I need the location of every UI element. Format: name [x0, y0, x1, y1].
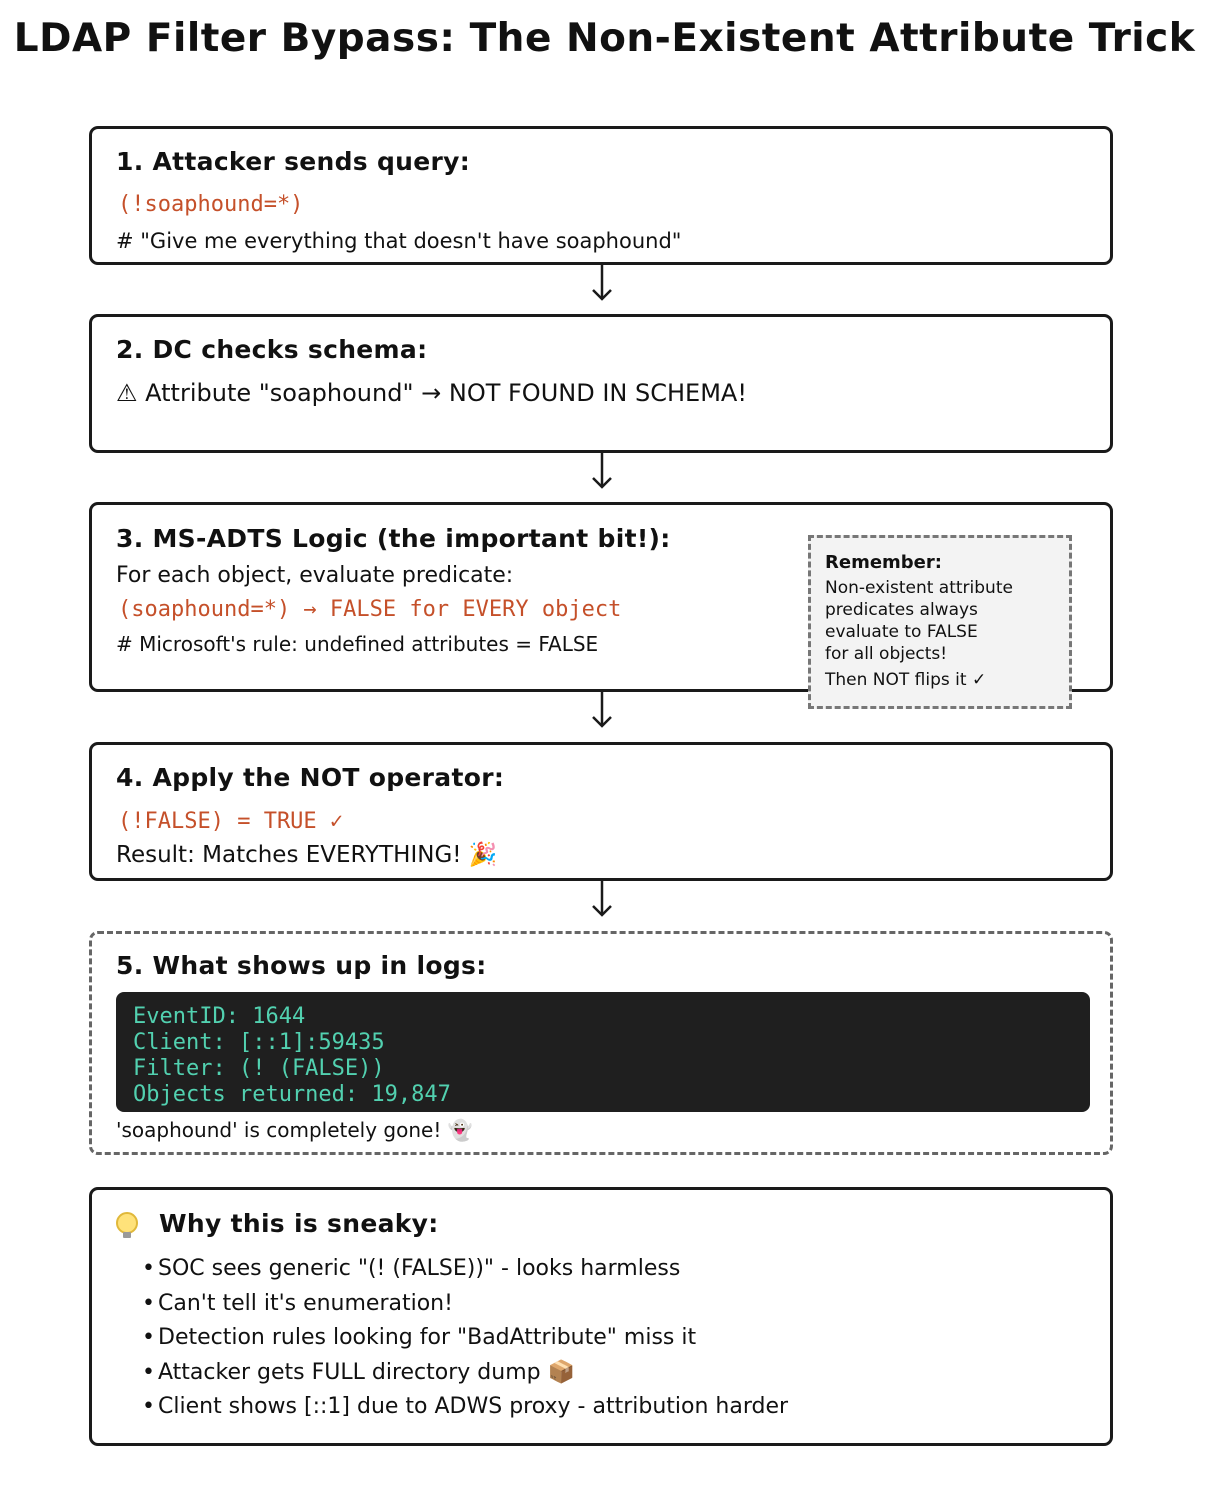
log-line-event-id: EventID: 1644 — [133, 1004, 306, 1029]
step-4-box: 4. Apply the NOT operator: (!FALSE) = TR… — [89, 742, 1113, 881]
step-4-result: Result: Matches EVERYTHING! 🎉 — [116, 842, 498, 868]
step-3-comment: # Microsoft's rule: undefined attributes… — [116, 632, 599, 656]
note-line: Non-existent attribute — [825, 578, 1013, 598]
step-5-heading: 5. What shows up in logs: — [116, 951, 487, 980]
note-title: Remember: — [825, 552, 942, 573]
step-3-predicate-code: (soaphound=*) → FALSE for EVERY object — [118, 597, 622, 622]
step-4-not-code: (!FALSE) = TRUE ✓ — [118, 809, 344, 834]
list-item: •Attacker gets FULL directory dump 📦 — [142, 1359, 575, 1385]
bullet-text: Client shows [::1] due to ADWS proxy - a… — [158, 1394, 789, 1419]
list-item: •SOC sees generic "(! (FALSE))" - looks … — [142, 1256, 681, 1281]
note-line: Then NOT flips it ✓ — [825, 670, 987, 690]
sneaky-heading-row: Why this is sneaky: — [116, 1209, 439, 1238]
step-5-box: 5. What shows up in logs: EventID: 1644 … — [89, 931, 1113, 1155]
bullet-text: Can't tell it's enumeration! — [158, 1290, 453, 1316]
step-3-heading: 3. MS-ADTS Logic (the important bit!): — [116, 524, 671, 553]
sneaky-box: Why this is sneaky: •SOC sees generic "(… — [89, 1187, 1113, 1446]
log-line-objects-returned: Objects returned: 19,847 — [133, 1082, 451, 1107]
remember-note: Remember: Non-existent attribute predica… — [808, 535, 1072, 709]
sneaky-bullet-list: •SOC sees generic "(! (FALSE))" - looks … — [142, 1252, 788, 1425]
step-2-box: 2. DC checks schema: ⚠ Attribute "soapho… — [89, 314, 1113, 453]
log-terminal: EventID: 1644 Client: [::1]:59435 Filter… — [116, 992, 1090, 1112]
list-item: •Can't tell it's enumeration! — [142, 1290, 453, 1316]
arrow-down-icon — [592, 692, 612, 728]
list-item: •Client shows [::1] due to ADWS proxy - … — [142, 1394, 789, 1419]
note-line: evaluate to FALSE — [825, 622, 978, 642]
step-2-warning: ⚠ Attribute "soaphound" → NOT FOUND IN S… — [116, 379, 747, 407]
step-1-query-code: (!soaphound=*) — [118, 192, 304, 217]
log-line-filter: Filter: (! (FALSE)) — [133, 1056, 385, 1081]
step-1-box: 1. Attacker sends query: (!soaphound=*) … — [89, 126, 1113, 265]
step-1-comment: # "Give me everything that doesn't have … — [116, 229, 682, 253]
bullet-text: Attacker gets FULL directory dump 📦 — [158, 1359, 575, 1385]
note-line: for all objects! — [825, 644, 948, 664]
sneaky-heading: Why this is sneaky: — [159, 1209, 439, 1238]
arrow-down-icon — [592, 453, 612, 489]
note-line: predicates always — [825, 600, 978, 620]
bullet-text: SOC sees generic "(! (FALSE))" - looks h… — [158, 1256, 681, 1281]
arrow-down-icon — [592, 881, 612, 917]
step-5-footer: 'soaphound' is completely gone! 👻 — [116, 1118, 473, 1142]
bullet-text: Detection rules looking for "BadAttribut… — [158, 1325, 697, 1350]
log-line-client: Client: [::1]:59435 — [133, 1030, 385, 1055]
page-title: LDAP Filter Bypass: The Non-Existent Att… — [13, 16, 1196, 61]
step-1-heading: 1. Attacker sends query: — [116, 147, 471, 176]
step-2-heading: 2. DC checks schema: — [116, 335, 428, 364]
step-4-heading: 4. Apply the NOT operator: — [116, 763, 505, 792]
list-item: •Detection rules looking for "BadAttribu… — [142, 1325, 697, 1350]
lightbulb-icon — [116, 1212, 138, 1238]
arrow-down-icon — [592, 265, 612, 301]
step-3-description: For each object, evaluate predicate: — [116, 563, 514, 588]
